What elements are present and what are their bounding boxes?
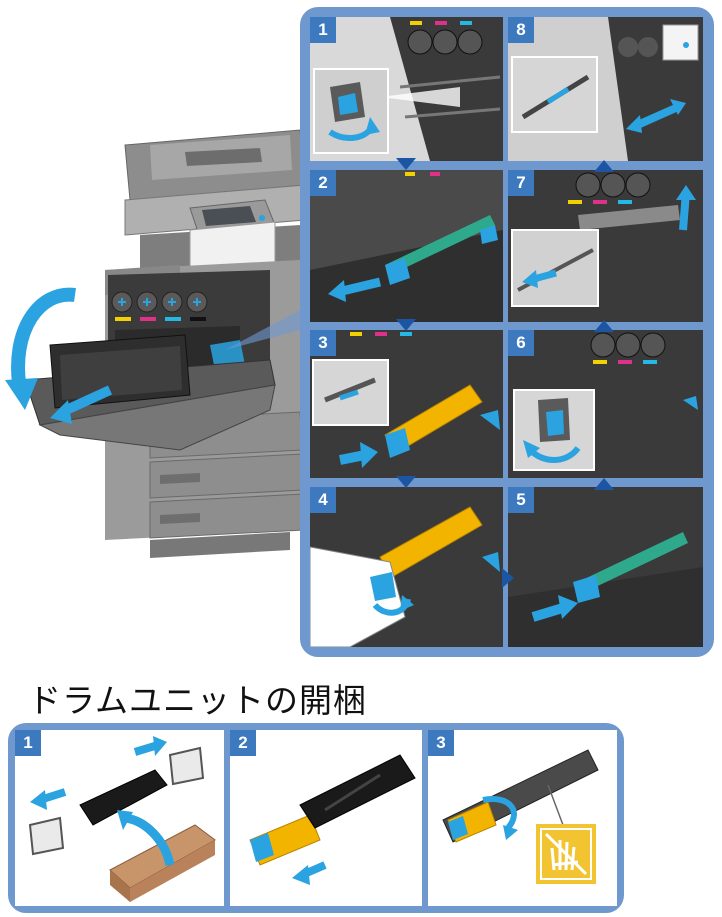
step-arrow-up-icon (594, 320, 614, 332)
step-arrow-right-icon (502, 568, 514, 588)
step-panel-4: 4 (310, 487, 503, 647)
printer-illustration (5, 129, 306, 558)
step-arrow-down-icon (396, 158, 416, 170)
step-arrow-up-icon (594, 160, 614, 172)
step-number-badge: 1 (15, 730, 41, 756)
step-illustration (310, 487, 503, 647)
step-illustration (508, 17, 703, 161)
unpack-illustration (442, 749, 599, 884)
step-panel-3: 3 (310, 330, 503, 478)
step-number-badge: 2 (310, 170, 336, 196)
unpack-panel-1: 1 (15, 730, 224, 906)
step-number-badge: 6 (508, 330, 534, 356)
step-arrow-down-icon (396, 476, 416, 488)
unpack-illustration (28, 736, 216, 902)
unpack-illustration (249, 754, 416, 885)
step-panel-8: 8 (508, 17, 703, 161)
step-arrow-down-icon (396, 319, 416, 331)
step-panel-6: 6 (508, 330, 703, 478)
step-panel-5: 5 (508, 487, 703, 647)
step-illustration (508, 330, 703, 478)
step-number-badge: 4 (310, 487, 336, 513)
step-number-badge: 1 (310, 17, 336, 43)
step-illustration (508, 170, 703, 322)
section-title: ドラムユニットの開梱 (28, 681, 368, 720)
unpack-panel-2: 2 (230, 730, 422, 906)
step-number-badge: 3 (310, 330, 336, 356)
step-illustration (310, 17, 503, 161)
step-number-badge: 2 (230, 730, 256, 756)
step-arrow-up-icon (594, 478, 614, 490)
step-number-badge: 5 (508, 487, 534, 513)
step-number-badge: 8 (508, 17, 534, 43)
step-illustration (508, 487, 703, 647)
step-number-badge: 3 (428, 730, 454, 756)
step-illustration (310, 330, 503, 478)
step-illustration (310, 170, 503, 322)
step-panel-2: 2 (310, 170, 503, 322)
step-panel-7: 7 (508, 170, 703, 322)
unpack-panel-3: 3 (428, 730, 617, 906)
step-panel-1: 1 (310, 17, 503, 161)
step-number-badge: 7 (508, 170, 534, 196)
